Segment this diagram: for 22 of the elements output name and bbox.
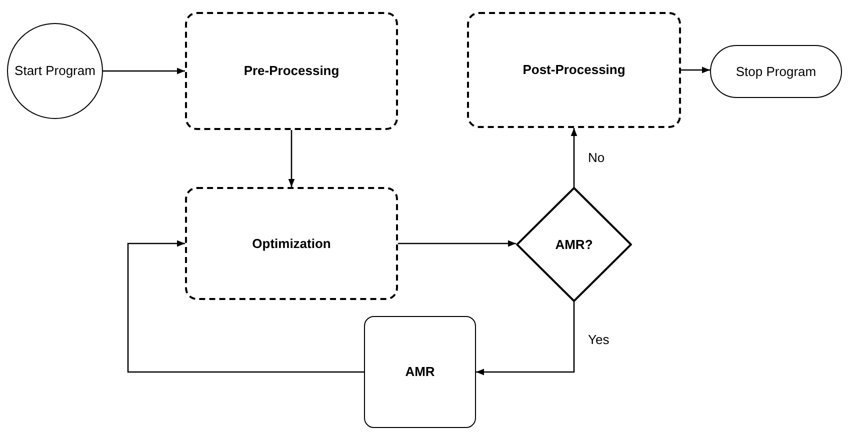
arrow <box>570 128 578 187</box>
node-label: Stop Program <box>734 64 818 80</box>
arrow <box>476 302 575 376</box>
arrow <box>398 240 516 247</box>
edge-label: No <box>586 150 607 165</box>
node-label: Start Program <box>14 63 96 79</box>
process-box <box>364 316 476 428</box>
arrow <box>681 66 710 74</box>
arrow <box>288 130 295 187</box>
edge-label: Yes <box>586 332 612 347</box>
node-label: AMR <box>404 364 436 380</box>
node-label: Post-Processing <box>522 62 626 78</box>
node-label: Optimization <box>251 236 332 252</box>
node-label: AMR? <box>554 236 594 252</box>
start-circle <box>7 23 103 119</box>
node-label: Pre-Processing <box>242 63 340 79</box>
process-box <box>185 187 398 300</box>
terminal-box <box>710 45 842 98</box>
arrow <box>127 240 364 373</box>
arrow <box>103 68 185 74</box>
process-box <box>467 12 681 128</box>
process-box <box>185 12 398 130</box>
